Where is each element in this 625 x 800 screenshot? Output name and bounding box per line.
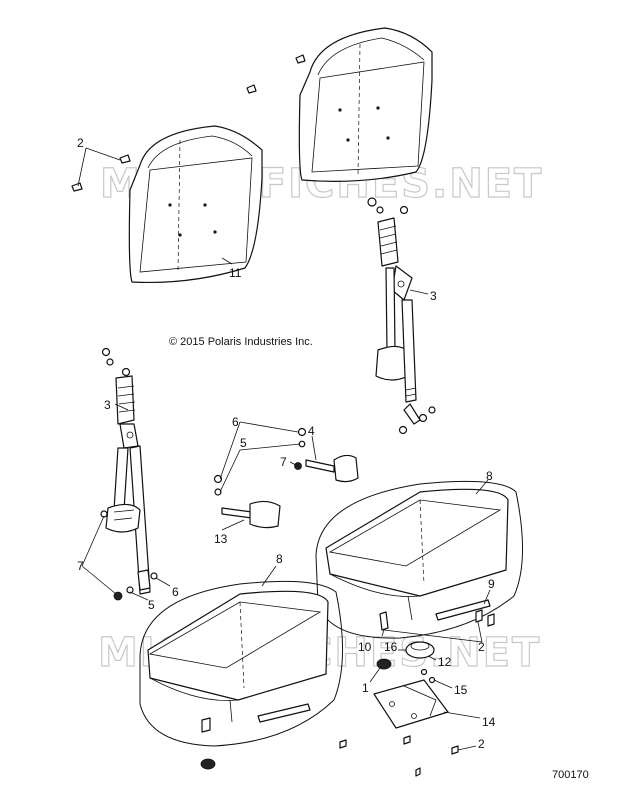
headrest-right [298, 27, 433, 182]
callout-6-left: 6 [172, 585, 179, 599]
callout-7-mid: 7 [280, 455, 287, 469]
callout-4: 4 [308, 424, 315, 438]
callout-3-right: 3 [430, 289, 437, 303]
screw-top-1 [295, 54, 306, 64]
callout-7-left: 7 [77, 559, 84, 573]
callout-3-left: 3 [104, 398, 111, 412]
leader-lines [77, 147, 491, 751]
callout-2-right: 2 [478, 640, 485, 654]
callout-11: 11 [229, 266, 242, 280]
callout-1: 1 [362, 681, 369, 695]
callout-6-mid: 6 [232, 415, 239, 429]
callout-5-left: 5 [148, 598, 155, 612]
callout-16: 16 [384, 640, 398, 654]
callout-10: 10 [358, 640, 372, 654]
seat-cushion-right [315, 480, 524, 639]
callout-2-bottom: 2 [478, 737, 485, 751]
callout-15: 15 [454, 683, 468, 697]
callout-5-mid: 5 [240, 436, 247, 450]
screw-top-2 [246, 84, 257, 94]
hardware-group [200, 609, 495, 777]
headrest-left [128, 125, 263, 284]
screw-2-b [71, 182, 83, 192]
callout-8-right: 8 [486, 469, 493, 483]
copyright-text: © 2015 Polaris Industries Inc. [169, 336, 313, 348]
callout-2-topleft: 2 [77, 136, 84, 150]
callout-14: 14 [482, 715, 496, 729]
buckle-4 [294, 427, 359, 483]
seat-cushion-left [139, 580, 344, 747]
callout-8-left: 8 [276, 552, 283, 566]
callout-13: 13 [214, 532, 228, 546]
document-number: 700170 [552, 769, 589, 781]
callout-12: 12 [438, 655, 452, 669]
buckle-13 [213, 474, 281, 529]
seat-belt-right [367, 197, 436, 435]
seat-belt-left [100, 347, 158, 601]
screw-2-a [119, 154, 131, 164]
callout-9: 9 [488, 577, 495, 591]
